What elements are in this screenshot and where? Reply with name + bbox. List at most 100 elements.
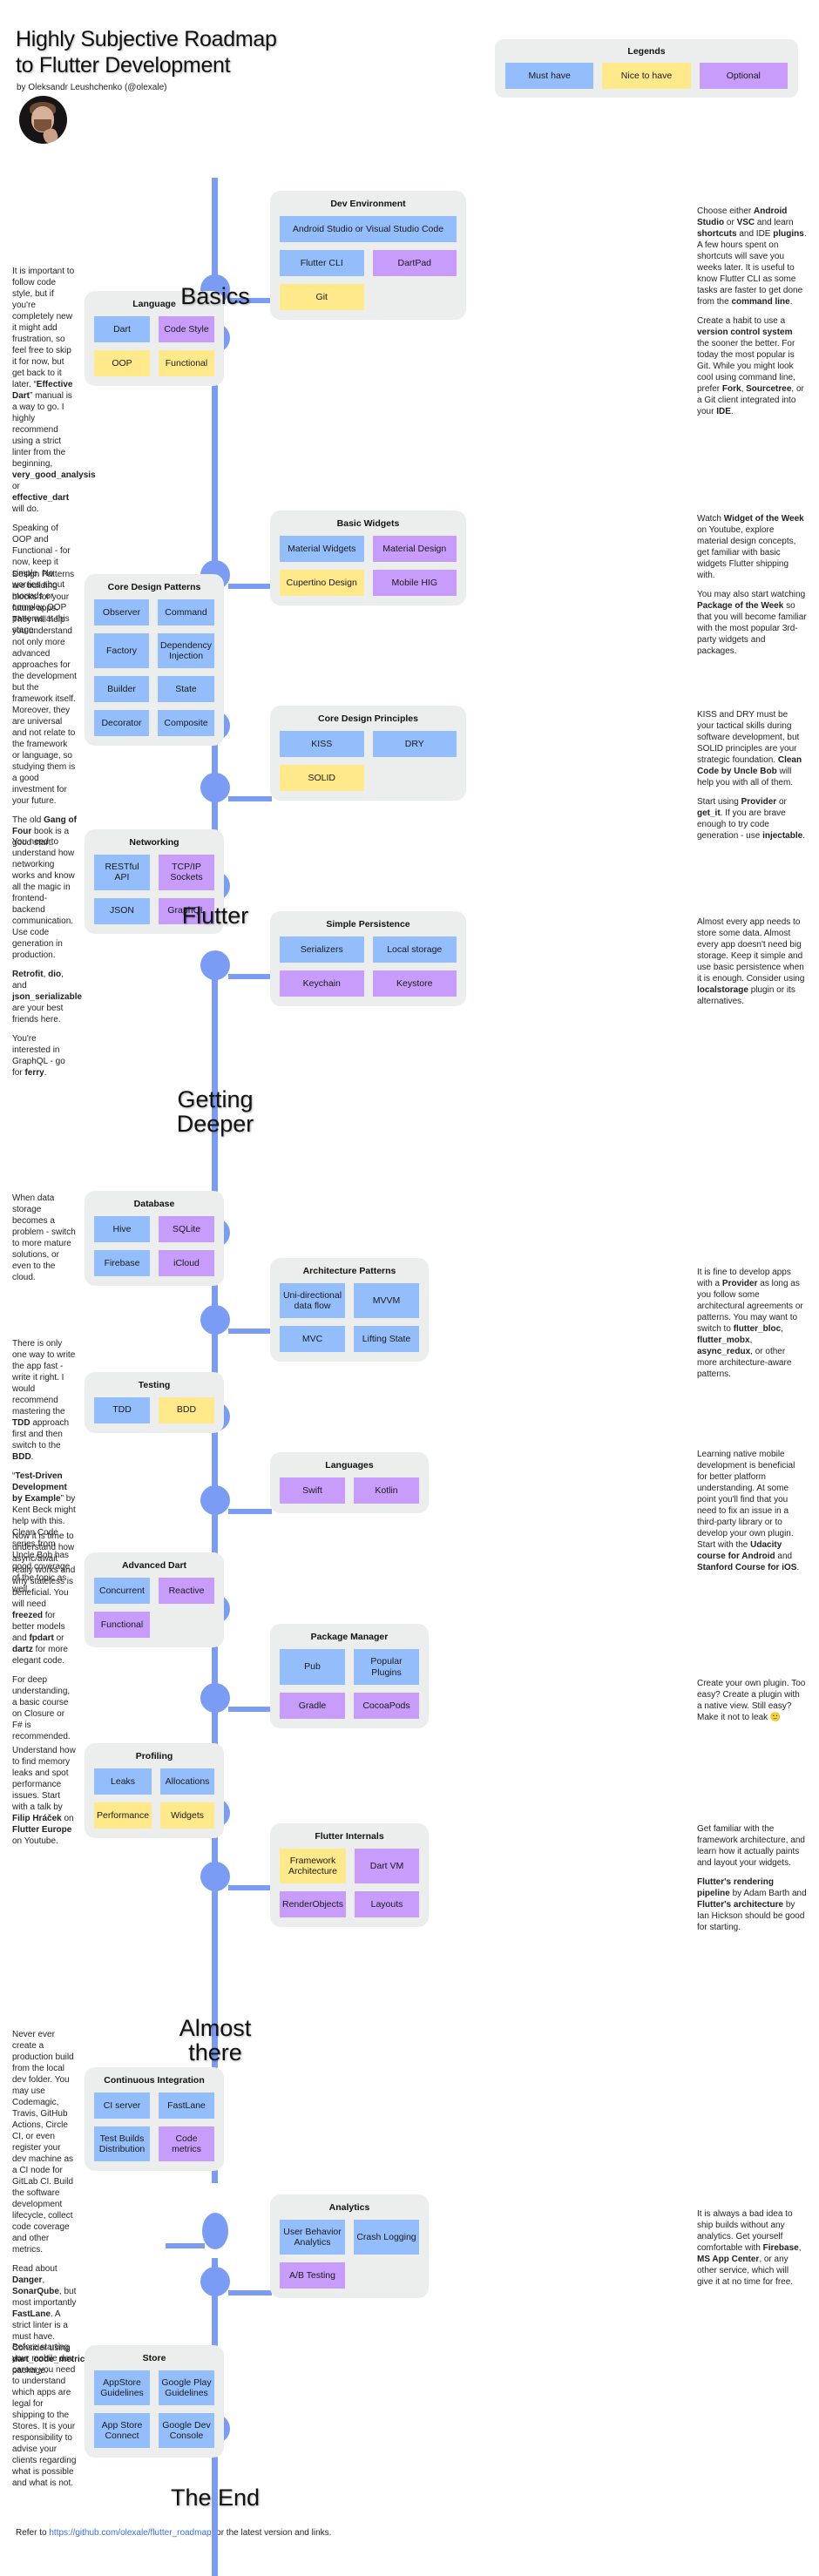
chip-renderobjects[interactable]: RenderObjects — [280, 1891, 347, 1918]
note-profiling: Understand how to find memory leaks and … — [12, 1745, 77, 1847]
byline: by Oleksandr Leushchenko (@olexale) — [17, 83, 167, 92]
chip-keychain[interactable]: Keychain — [280, 970, 364, 997]
footer-link[interactable]: https://github.com/olexale/flutter_roadm… — [49, 2528, 212, 2538]
chip-material-design[interactable]: Material Design — [372, 535, 457, 562]
note-paragraph: Create your own plugin. Too easy? Create… — [697, 1678, 806, 1722]
card-items: CI server FastLane Test Builds Distribut… — [94, 2093, 214, 2162]
chip-tcp-ip-sockets[interactable]: TCP/IP Sockets — [159, 855, 214, 890]
chip-reactive[interactable]: Reactive — [159, 1577, 214, 1604]
chip-cupertino-design[interactable]: Cupertino Design — [280, 569, 364, 596]
chip-hive[interactable]: Hive — [94, 1216, 150, 1243]
spine-segment — [212, 2258, 218, 2376]
chip-serializers[interactable]: Serializers — [280, 936, 364, 963]
chip-dependency-injection[interactable]: Dependency Injection — [158, 632, 214, 668]
card-items: RESTful API TCP/IP Sockets JSON GraphQL — [94, 855, 214, 924]
chip-tdd[interactable]: TDD — [94, 1396, 150, 1423]
chip-ab-testing[interactable]: A/B Testing — [280, 2262, 345, 2289]
chip-command[interactable]: Command — [158, 598, 214, 625]
chip-factory[interactable]: Factory — [94, 632, 150, 668]
chip-fastlane[interactable]: FastLane — [159, 2093, 214, 2120]
avatar — [19, 96, 67, 144]
card-title: Database — [133, 1199, 175, 1210]
chip-layouts[interactable]: Layouts — [355, 1891, 419, 1918]
chip-state[interactable]: State — [158, 675, 214, 702]
chip-code-metrics[interactable]: Code metrics — [159, 2126, 214, 2162]
chip-google-dev-console[interactable]: Google Dev Console — [159, 2413, 214, 2449]
chip-oop[interactable]: OOP — [94, 350, 150, 377]
chip-graphql[interactable]: GraphQL — [159, 897, 214, 924]
chip-builder[interactable]: Builder — [94, 675, 150, 702]
card-advanced-dart: Advanced Dart Concurrent Reactive Functi… — [85, 1552, 224, 1647]
note-paragraph: It is always a bad idea to ship builds w… — [697, 2208, 802, 2287]
chip-material-widgets[interactable]: Material Widgets — [280, 535, 364, 562]
spine-node — [200, 1682, 230, 1713]
card-simple-persistence: Simple Persistence Serializers Local sto… — [270, 911, 466, 1007]
chip-cocoapods[interactable]: CocoaPods — [354, 1692, 419, 1719]
chip-framework-architecture[interactable]: Framework Architecture — [280, 1848, 347, 1884]
note-store: Before starting your mobile dev career y… — [12, 2342, 77, 2489]
chip-dry[interactable]: DRY — [372, 731, 457, 758]
card-continuous-integration: Continuous Integration CI server FastLan… — [85, 2067, 224, 2172]
chip-composite[interactable]: Composite — [158, 709, 214, 736]
chip-functional-adv[interactable]: Functional — [94, 1611, 150, 1638]
chip-firebase[interactable]: Firebase — [94, 1250, 150, 1277]
chip-solid[interactable]: SOLID — [280, 765, 364, 792]
chip-lifting-state[interactable]: Lifting State — [354, 1326, 419, 1353]
chip-android-studio-vscode[interactable]: Android Studio or Visual Studio Code — [280, 215, 457, 242]
chip-test-builds-distribution[interactable]: Test Builds Distribution — [94, 2126, 150, 2162]
chip-allocations[interactable]: Allocations — [160, 1768, 214, 1795]
note-package-manager: Create your own plugin. Too easy? Create… — [697, 1678, 807, 1723]
chip-app-store-connect[interactable]: App Store Connect — [94, 2413, 150, 2449]
spine-connector — [228, 1328, 272, 1334]
note-paragraph: Almost every app needs to store some dat… — [697, 917, 805, 1007]
chip-user-behavior-analytics[interactable]: User Behavior Analytics — [280, 2220, 345, 2255]
chip-dart[interactable]: Dart — [94, 316, 150, 343]
chip-performance[interactable]: Performance — [94, 1802, 152, 1829]
chip-ci-server[interactable]: CI server — [94, 2093, 150, 2120]
spine-node — [200, 773, 230, 803]
spine-node — [200, 2266, 230, 2296]
chip-appstore-guidelines[interactable]: AppStore Guidelines — [94, 2370, 150, 2406]
chip-kotlin[interactable]: Kotlin — [354, 1477, 419, 1504]
chip-icloud[interactable]: iCloud — [159, 1250, 214, 1277]
chip-dartpad[interactable]: DartPad — [372, 249, 457, 276]
milestone-line2: there — [188, 2039, 242, 2066]
card-title: Continuous Integration — [104, 2075, 205, 2086]
chip-local-storage[interactable]: Local storage — [372, 936, 457, 963]
chip-uni-directional-data-flow[interactable]: Uni-directional data flow — [280, 1282, 345, 1319]
note-paragraph: The old Gang of Four book is a good star… — [12, 815, 77, 848]
spine-connector — [228, 584, 272, 590]
chip-restful-api[interactable]: RESTful API — [94, 855, 150, 890]
chip-crash-logging[interactable]: Crash Logging — [354, 2220, 419, 2255]
chip-sqlite[interactable]: SQLite — [159, 1216, 214, 1243]
chip-git[interactable]: Git — [280, 283, 364, 310]
chip-mobile-hig[interactable]: Mobile HIG — [372, 569, 457, 596]
chip-popular-plugins[interactable]: Popular Plugins — [354, 1649, 419, 1685]
chip-widgets[interactable]: Widgets — [160, 1802, 214, 1829]
chip-code-style[interactable]: Code Style — [159, 316, 214, 343]
chip-json[interactable]: JSON — [94, 897, 150, 924]
chip-decorator[interactable]: Decorator — [94, 709, 150, 736]
chip-google-play-guidelines[interactable]: Google Play Guidelines — [159, 2370, 214, 2406]
chip-observer[interactable]: Observer — [94, 598, 150, 625]
chip-bdd[interactable]: BDD — [159, 1396, 214, 1423]
note-paragraph: You need to understand how networking wo… — [12, 837, 75, 961]
chip-dart-vm[interactable]: Dart VM — [355, 1848, 419, 1884]
chip-kiss[interactable]: KISS — [280, 731, 364, 758]
card-items: KISS DRY SOLID — [280, 731, 457, 792]
chip-leaks[interactable]: Leaks — [94, 1768, 152, 1795]
chip-gradle[interactable]: Gradle — [280, 1692, 345, 1719]
chip-mvvm[interactable]: MVVM — [354, 1282, 419, 1319]
card-flutter-internals: Flutter Internals Framework Architecture… — [270, 1822, 429, 1928]
chip-functional[interactable]: Functional — [159, 350, 214, 377]
chip-mvc[interactable]: MVC — [280, 1326, 345, 1353]
chip-flutter-cli[interactable]: Flutter CLI — [280, 249, 364, 276]
chip-keystore[interactable]: Keystore — [372, 970, 457, 997]
card-title: Advanced Dart — [121, 1559, 187, 1571]
card-title: Simple Persistence — [326, 919, 410, 930]
card-title: Networking — [129, 837, 179, 849]
chip-concurrent[interactable]: Concurrent — [94, 1577, 150, 1604]
chip-swift[interactable]: Swift — [280, 1477, 345, 1504]
chip-pub[interactable]: Pub — [280, 1649, 345, 1685]
spine-connector — [228, 1884, 272, 1890]
